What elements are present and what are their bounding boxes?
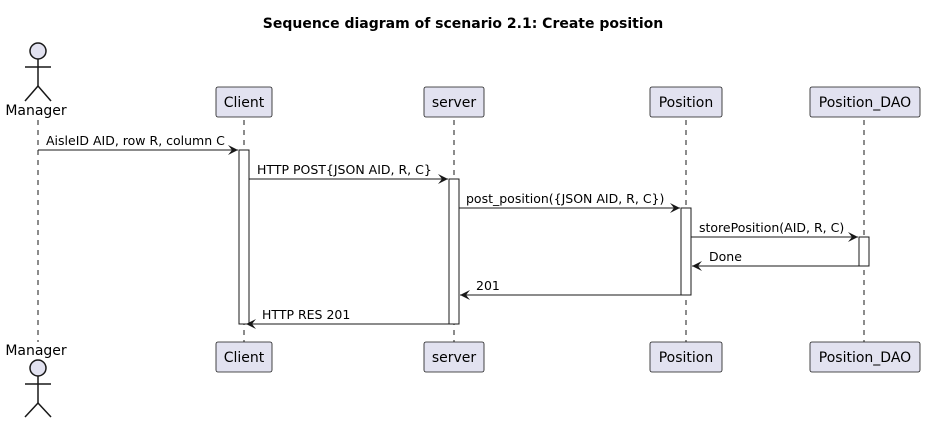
activation-position (680, 207, 692, 296)
participant-label-position-bottom: Position (659, 350, 714, 366)
message-label: post_position({JSON AID, R, C}) (466, 191, 664, 206)
actor-manager-top (24, 42, 52, 102)
messages: AisleID AID, row R, column C HTTP POST{J… (38, 133, 859, 329)
activation-client (238, 149, 250, 325)
participant-label-position-dao-top: Position_DAO (819, 95, 911, 111)
participant-label-client-top: Client (224, 95, 265, 111)
actor-label-top: Manager (5, 103, 67, 119)
participant-label-server-bottom: server (432, 350, 477, 366)
actor-head-icon (29, 42, 47, 60)
actor-label-bottom: Manager (5, 343, 67, 359)
activation-server (448, 178, 460, 325)
participant-box-position-dao-top (809, 86, 921, 118)
participant-label-server-top: server (432, 95, 477, 111)
message-label: 201 (476, 278, 500, 293)
participant-box-server-bottom (423, 341, 485, 373)
activation-position-dao (858, 236, 870, 267)
participant-label-client-bottom: Client (224, 350, 265, 366)
actor-head-icon (29, 359, 47, 377)
participant-box-position-bottom (649, 341, 723, 373)
message-label: HTTP POST{JSON AID, R, C} (257, 162, 432, 177)
participant-box-position-top (649, 86, 723, 118)
participant-box-position-dao-bottom (809, 341, 921, 373)
diagram-title: Sequence diagram of scenario 2.1: Create… (263, 16, 663, 32)
participant-box-client-top (215, 86, 273, 118)
actor-manager-bottom (24, 359, 52, 418)
participant-box-client-bottom (215, 341, 273, 373)
participant-label-position-top: Position (659, 95, 714, 111)
participants-top: Client server Position Position_DAO (215, 86, 921, 118)
message-label: AisleID AID, row R, column C (46, 133, 225, 148)
participants-bottom: Client server Position Position_DAO (215, 341, 921, 373)
message-label: HTTP RES 201 (262, 307, 350, 322)
participant-box-server-top (423, 86, 485, 118)
participant-label-position-dao-bottom: Position_DAO (819, 350, 911, 366)
message-label: Done (709, 249, 742, 264)
activation-bars (238, 149, 870, 325)
message-label: storePosition(AID, R, C) (699, 220, 844, 235)
